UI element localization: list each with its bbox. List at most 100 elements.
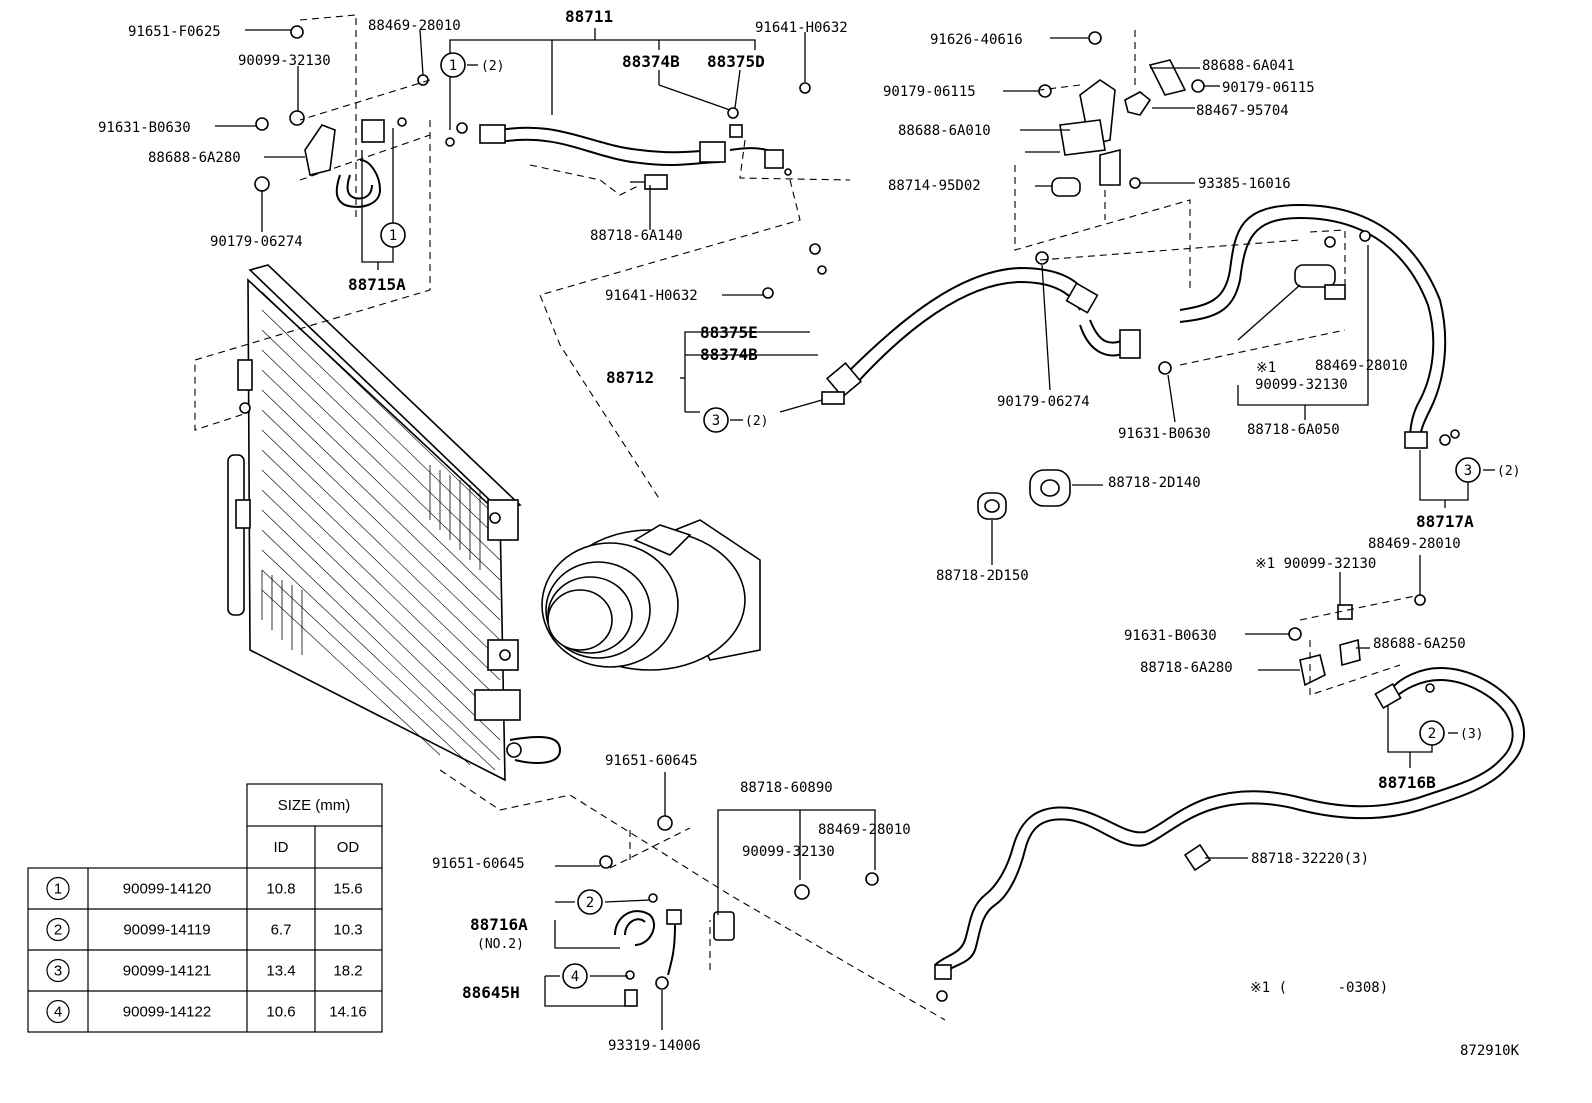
circle-marker-2 xyxy=(1419,720,1445,746)
table-header-od: OD xyxy=(337,839,360,856)
part-number-label: 91651-60645 xyxy=(605,753,698,769)
table-cell-od: 14.16 xyxy=(329,1004,367,1021)
part-number-label: 88645H xyxy=(462,983,520,1002)
part-number-label: 90179-06274 xyxy=(210,234,303,250)
leader-lines xyxy=(215,28,1495,1030)
table-cell-od: 15.6 xyxy=(333,881,362,898)
part-number-label: 91631-B0630 xyxy=(98,120,191,136)
circle-marker xyxy=(46,876,70,901)
table-cell-part-number: 90099-14119 xyxy=(123,922,210,939)
suction-tube-88717A xyxy=(1179,203,1460,449)
circle-marker-3 xyxy=(703,407,729,433)
part-number-label: 88467-95704 xyxy=(1196,103,1289,119)
part-number-label: 88718-6A050 xyxy=(1247,422,1340,438)
compressor xyxy=(541,519,761,671)
part-number-label: 88711 xyxy=(565,7,613,26)
table-cell-mark: 1 xyxy=(54,881,62,898)
table-cell-mark: 4 xyxy=(54,1004,62,1021)
part-number-label: 88718-6A280 xyxy=(1140,660,1233,676)
table-cell-id: 6.7 xyxy=(271,922,292,939)
quantity-note: (2) xyxy=(1497,464,1520,479)
part-number-label: ※1 90099-32130 xyxy=(1255,556,1376,572)
part-number-label: 88718-2D140 xyxy=(1108,475,1201,491)
circle-marker-4 xyxy=(562,963,588,989)
phantom-lines xyxy=(194,14,1421,1021)
part-number-label: 90099-32130 xyxy=(742,844,835,860)
part-number-label: 88717A xyxy=(1416,512,1474,531)
part-number-label: 88712 xyxy=(606,368,654,387)
svg-text:2: 2 xyxy=(586,895,594,911)
part-number-label: 90179-06274 xyxy=(997,394,1090,410)
part-number-label: 88716B xyxy=(1378,773,1436,792)
circle-marker-3 xyxy=(1455,457,1481,483)
circle-marker-1 xyxy=(380,222,406,248)
svg-text:3: 3 xyxy=(1464,463,1472,479)
part-number-label: 90099-32130 xyxy=(238,53,331,69)
part-number-label: 88718-32220(3) xyxy=(1251,851,1369,867)
part-number-label: 88374B xyxy=(700,345,758,364)
part-number-label: 88688-6A280 xyxy=(148,150,241,166)
part-number-label: 88715A xyxy=(348,275,406,294)
table-cell-od: 18.2 xyxy=(333,963,362,980)
table-header-id: ID xyxy=(274,839,289,856)
part-number-label: 90099-32130 xyxy=(1255,377,1348,393)
part-number-note: (NO.2) xyxy=(477,937,524,952)
part-labels: 91651-F0625 88469-28010 88711 91641-H063… xyxy=(98,7,1520,1059)
table-cell-id: 13.4 xyxy=(266,963,295,980)
part-number-label: 90179-06115 xyxy=(1222,80,1315,96)
quantity-note: (3) xyxy=(1460,727,1483,742)
svg-text:1: 1 xyxy=(389,228,397,244)
part-number-label: 88718-2D150 xyxy=(936,568,1029,584)
part-number-label: 91651-60645 xyxy=(432,856,525,872)
table-row: 2 90099-14119 6.7 10.3 xyxy=(46,917,363,942)
discharge-hose-88711 xyxy=(479,124,784,169)
part-number-label: 88714-95D02 xyxy=(888,178,981,194)
table-cell-od: 10.3 xyxy=(333,922,362,939)
part-number-label: 88375D xyxy=(707,52,765,71)
suction-hose-88712 xyxy=(825,266,1141,399)
svg-text:2: 2 xyxy=(1428,726,1436,742)
table-cell-id: 10.8 xyxy=(266,881,295,898)
quantity-note: (2) xyxy=(481,59,504,74)
table-cell-part-number: 90099-14121 xyxy=(123,963,211,980)
part-number-label: 88688-6A041 xyxy=(1202,58,1295,74)
part-number-label: 91631-B0630 xyxy=(1124,628,1217,644)
part-number-label: 88374B xyxy=(622,52,680,71)
circle-marker xyxy=(46,999,70,1024)
part-number-label: 88688-6A250 xyxy=(1373,636,1466,652)
table-cell-mark: 3 xyxy=(54,963,62,980)
part-number-label: 88718-6A140 xyxy=(590,228,683,244)
table-row: 1 90099-14120 10.8 15.6 xyxy=(46,876,363,901)
table-cell-mark: 2 xyxy=(54,922,62,939)
part-number-label: 91626-40616 xyxy=(930,32,1023,48)
part-number-label: 88469-28010 xyxy=(368,18,461,34)
part-number-label: 88718-60890 xyxy=(740,780,833,796)
table-cell-part-number: 90099-14122 xyxy=(123,1004,211,1021)
part-number-label: 88469-28010 xyxy=(1315,358,1408,374)
condenser xyxy=(227,264,562,782)
footnote: ※1 ( -0308) xyxy=(1250,980,1388,996)
part-number-label: ※1 xyxy=(1256,360,1276,376)
table-cell-part-number: 90099-14120 xyxy=(123,881,211,898)
circle-marker xyxy=(46,917,70,942)
table-row: 3 90099-14121 13.4 18.2 xyxy=(46,958,363,983)
liquid-tube-88716B xyxy=(934,666,1526,1002)
circle-marker xyxy=(46,958,70,983)
part-number-label: 91631-B0630 xyxy=(1118,426,1211,442)
part-number-label: 88469-28010 xyxy=(818,822,911,838)
part-number-label: 88469-28010 xyxy=(1368,536,1461,552)
quantity-note: (2) xyxy=(745,414,768,429)
part-number-label: 88688-6A010 xyxy=(898,123,991,139)
svg-text:1: 1 xyxy=(449,58,457,74)
part-number-label: 88716A xyxy=(470,915,528,934)
part-number-label: 90179-06115 xyxy=(883,84,976,100)
small-parts xyxy=(254,25,1435,1007)
circled-markers: 1 1 3 3 2 2 4 (2) (2) (2) (3) xyxy=(380,52,1520,989)
part-number-label: 91641-H0632 xyxy=(605,288,698,304)
part-number-label: 91641-H0632 xyxy=(755,20,848,36)
diagram-id: 872910K xyxy=(1460,1043,1520,1059)
